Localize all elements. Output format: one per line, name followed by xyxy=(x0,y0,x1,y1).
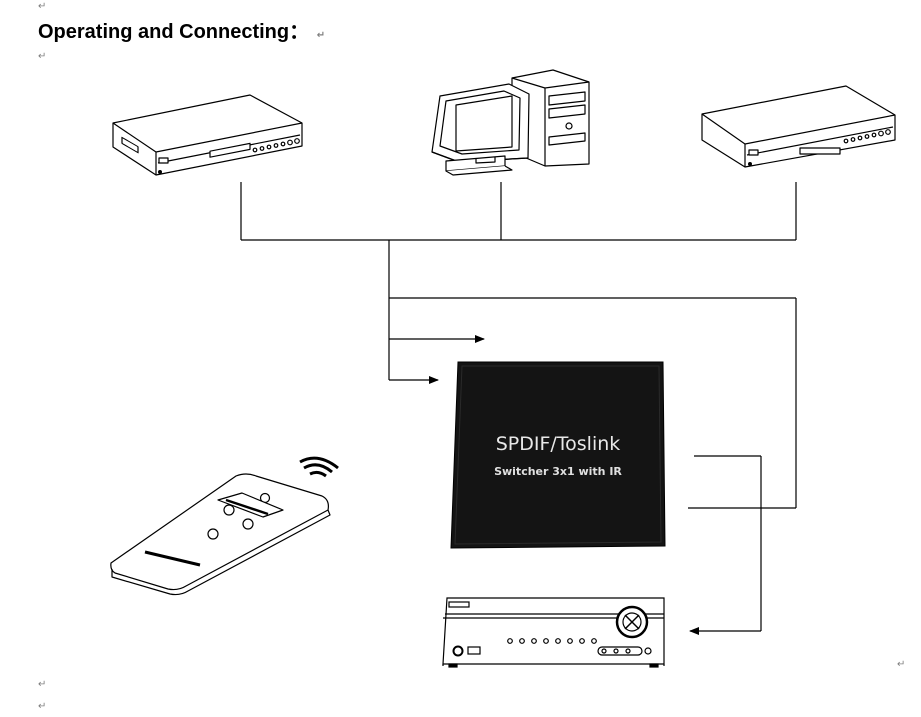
av-receiver-icon xyxy=(442,597,665,668)
switcher-model-label: Switcher 3x1 with IR xyxy=(494,465,622,478)
paragraph-mark: ↵ xyxy=(38,701,47,712)
page-title: Operating and Connecting： ↵ xyxy=(38,15,325,44)
spdif-switcher-box: SPDIF/Toslink Switcher 3x1 with IR xyxy=(450,361,666,549)
desktop-computer-icon xyxy=(431,69,590,176)
connection-lines xyxy=(240,182,797,635)
dvd-player-icon xyxy=(701,85,896,168)
paragraph-mark: ↵ xyxy=(897,659,906,670)
paragraph-mark: ↵ xyxy=(38,679,47,690)
switcher-brand-label: SPDIF/Toslink xyxy=(496,433,621,455)
paragraph-mark: ↵ xyxy=(38,51,47,62)
paragraph-mark: ↵ xyxy=(38,1,47,12)
dvd-player-icon xyxy=(112,94,303,176)
ir-remote-control-icon xyxy=(110,456,339,596)
page-title-text: Operating and Connecting： xyxy=(38,21,310,43)
paragraph-mark: ↵ xyxy=(316,30,326,41)
